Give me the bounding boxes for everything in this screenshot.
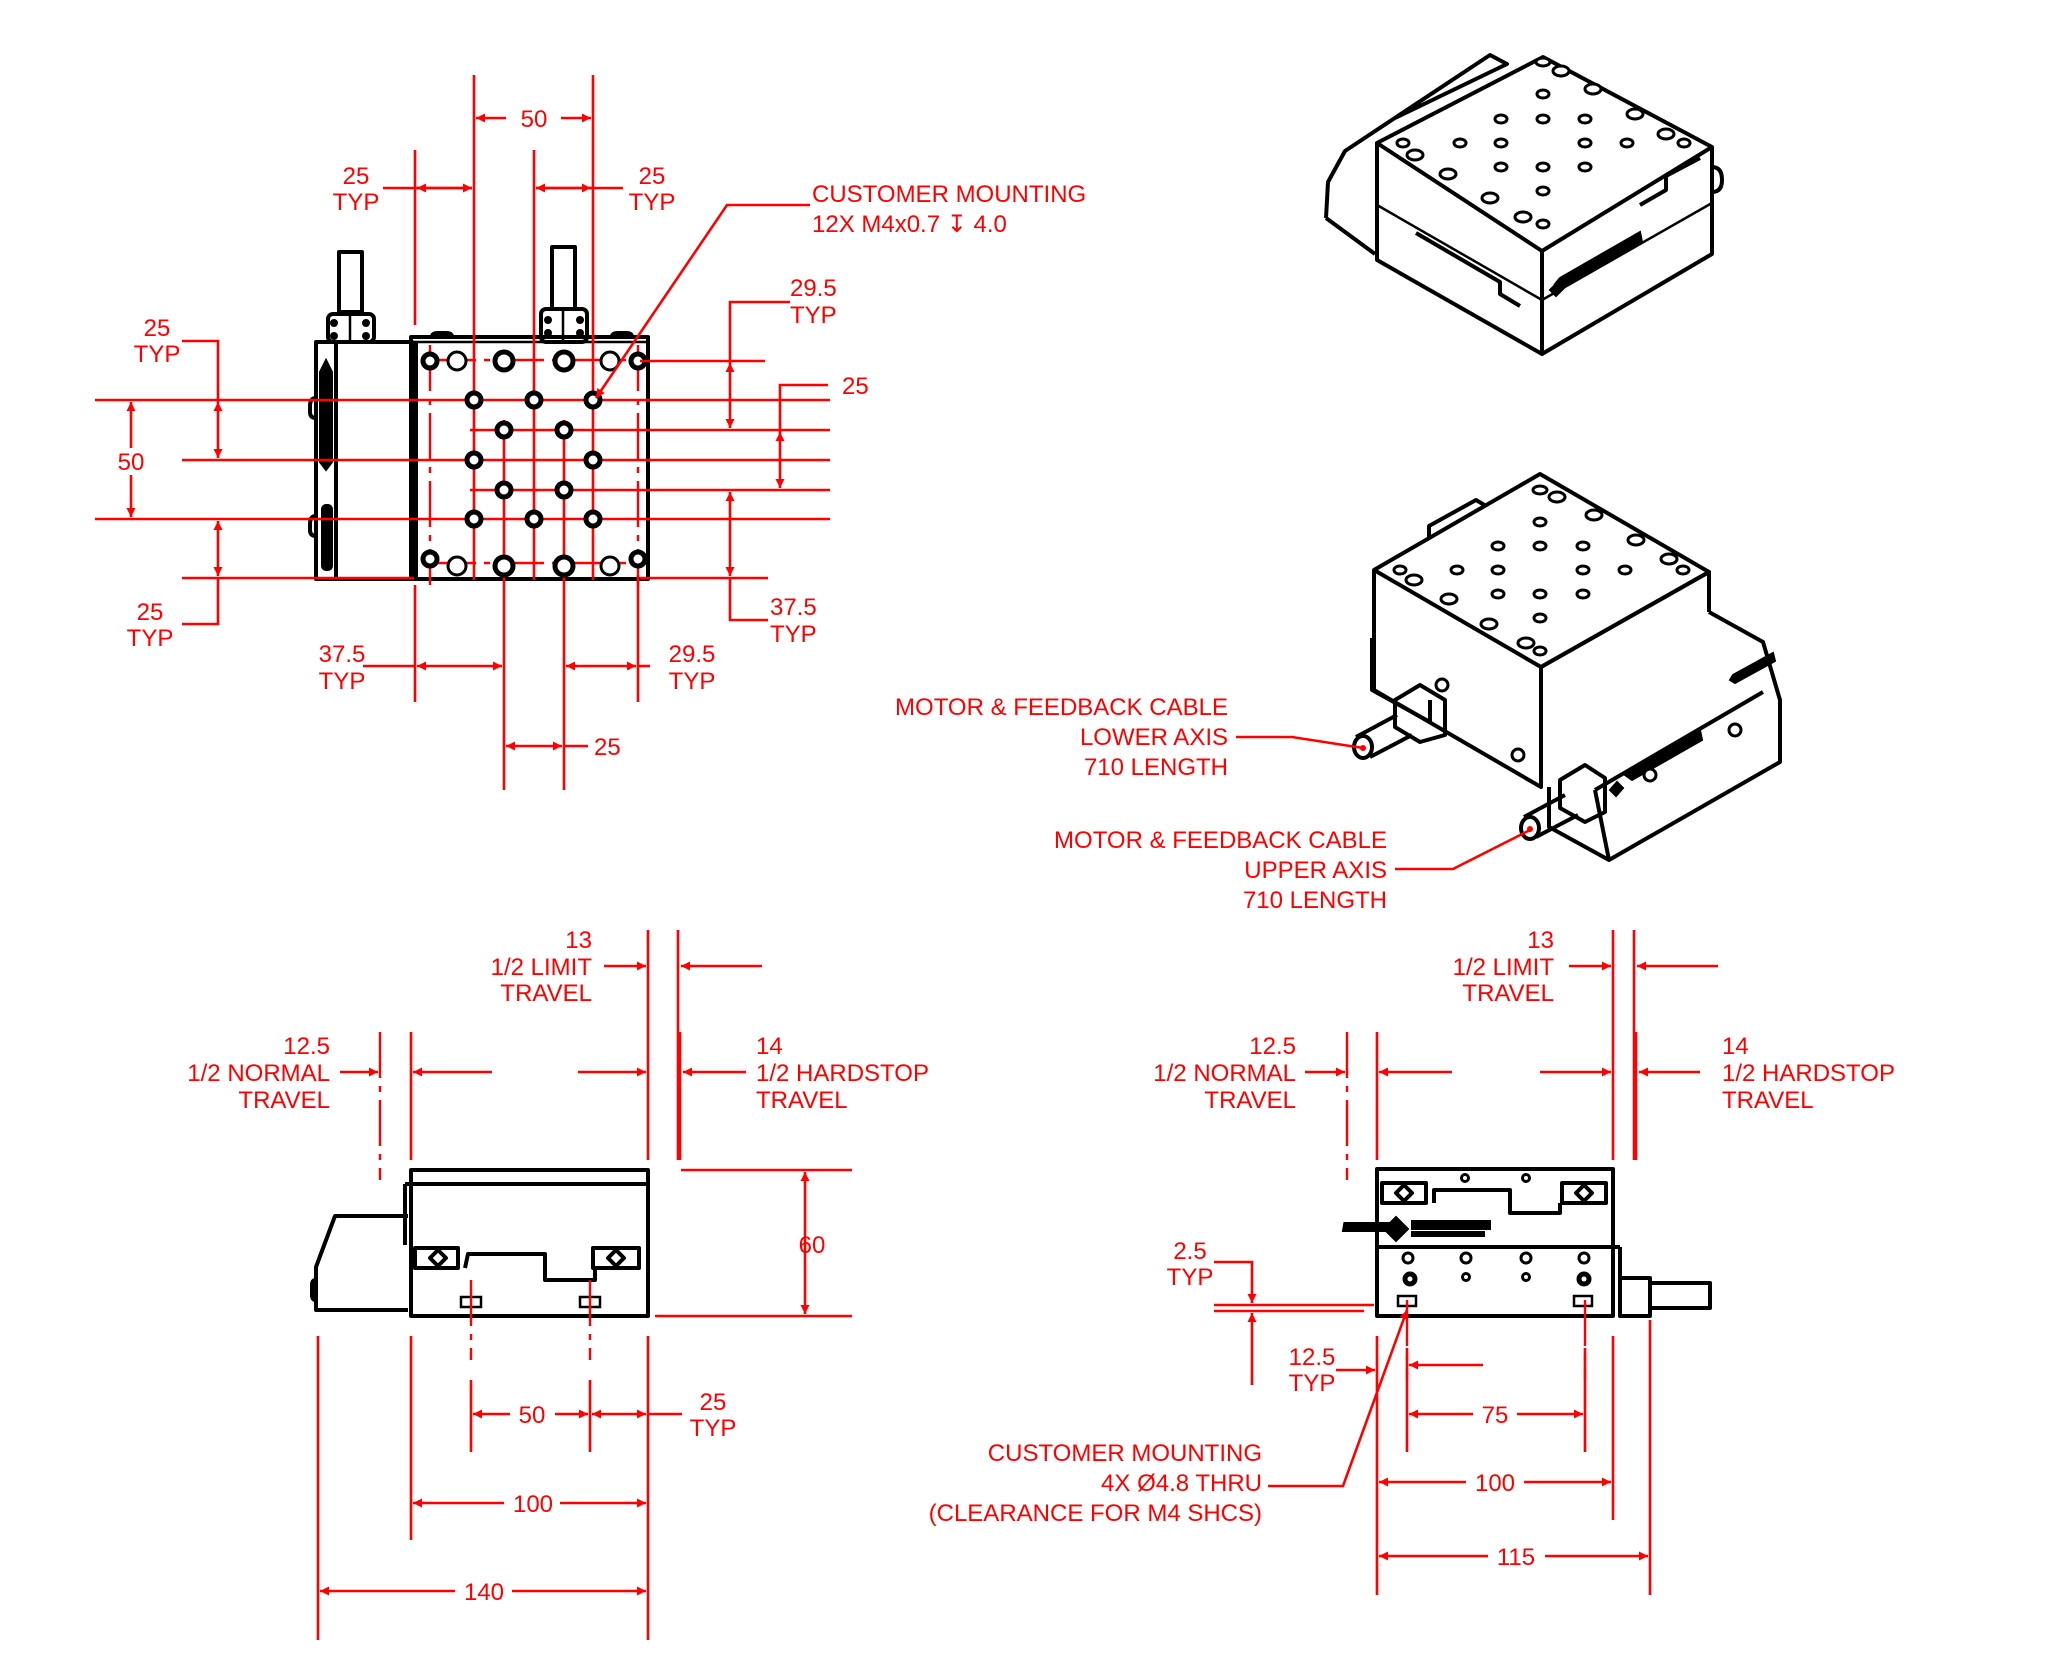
lower-cable-line1: MOTOR & FEEDBACK CABLE — [895, 694, 1228, 721]
side-width-100: 100 — [1475, 1470, 1515, 1497]
front-view — [310, 1168, 650, 1360]
dim-right-top-value: 29.5 — [790, 275, 837, 302]
top-view-dimensions: 50 25 TYP 25 TYP CUSTOMER MOUNTING 12X M… — [118, 106, 1087, 761]
side-limit-line1: 1/2 LIMIT — [1453, 954, 1555, 981]
front-width-100: 100 — [513, 1491, 553, 1518]
front-normal-line1: 1/2 NORMAL — [187, 1060, 330, 1087]
side-mounting-line2: 4X Ø4.8 THRU — [1101, 1470, 1262, 1497]
connector-right — [539, 245, 589, 344]
dim-left-top-value: 25 — [144, 315, 171, 342]
dim-left-bottom-note: TYP — [127, 625, 174, 652]
dim-left-typ-note: TYP — [333, 189, 380, 216]
dim-right-top-note: TYP — [790, 302, 837, 329]
side-width-115: 115 — [1497, 1544, 1535, 1571]
side-hardstop-line2: TRAVEL — [1722, 1087, 1814, 1114]
dim-right-mid-value: 25 — [842, 373, 869, 400]
dim-right-typ-note: TYP — [629, 189, 676, 216]
dim-right-bottom-value: 37.5 — [770, 594, 817, 621]
side-mounting-line1: CUSTOMER MOUNTING — [988, 1440, 1262, 1467]
side-counterbore-value: 2.5 — [1173, 1238, 1206, 1265]
dim-height-value: 60 — [799, 1232, 826, 1259]
side-edge-typ-value: 12.5 — [1289, 1344, 1336, 1371]
side-hardstop-value: 14 — [1722, 1033, 1749, 1060]
front-limit-line2: TRAVEL — [500, 980, 592, 1007]
side-hardstop-line1: 1/2 HARDSTOP — [1722, 1060, 1895, 1087]
upper-cable-line2: UPPER AXIS — [1244, 857, 1387, 884]
dim-right-bottom-note: TYP — [770, 621, 817, 648]
side-pitch-value: 75 — [1482, 1402, 1509, 1429]
side-counterbore-note: TYP — [1167, 1264, 1214, 1291]
front-limit-line1: 1/2 LIMIT — [491, 954, 593, 981]
side-limit-value: 13 — [1527, 927, 1554, 954]
dim-left-typ-value: 25 — [343, 163, 370, 190]
front-normal-line2: TRAVEL — [238, 1087, 330, 1114]
side-view — [1341, 1167, 1712, 1380]
front-hardstop-line1: 1/2 HARDSTOP — [756, 1060, 929, 1087]
mounting-holes — [420, 349, 648, 578]
dim-left-bottom-value: 25 — [137, 599, 164, 626]
dim-bottom-left-value: 37.5 — [319, 641, 366, 668]
cable-callouts: MOTOR & FEEDBACK CABLE LOWER AXIS 710 LE… — [895, 694, 1533, 914]
side-normal-line2: TRAVEL — [1204, 1087, 1296, 1114]
mounting-callout-line2: 12X M4x0.7 ↧ 4.0 — [812, 211, 1007, 238]
side-edge-typ-note: TYP — [1289, 1370, 1336, 1397]
dim-right-typ-value: 25 — [639, 163, 666, 190]
lower-cable-line2: LOWER AXIS — [1080, 724, 1228, 751]
dim-top-pitch: 50 — [521, 106, 548, 133]
side-normal-line1: 1/2 NORMAL — [1153, 1060, 1296, 1087]
side-normal-value: 12.5 — [1249, 1033, 1296, 1060]
centerlines — [95, 75, 830, 790]
front-edge-typ-value: 25 — [700, 1389, 727, 1416]
connector-left — [326, 250, 376, 344]
carriage-body — [409, 331, 650, 581]
dim-left-top-note: TYP — [134, 341, 181, 368]
side-limit-line2: TRAVEL — [1462, 980, 1554, 1007]
front-edge-typ-note: TYP — [690, 1415, 737, 1442]
dim-bottom-center-value: 25 — [594, 734, 621, 761]
front-hardstop-line2: TRAVEL — [756, 1087, 848, 1114]
mounting-callout-line1: CUSTOMER MOUNTING — [812, 181, 1086, 208]
side-mounting-line3: (CLEARANCE FOR M4 SHCS) — [929, 1500, 1262, 1527]
front-view-dimensions: 60 13 1/2 LIMIT TRAVEL 12.5 1/2 NORMAL T… — [187, 927, 929, 1640]
dim-bottom-right-note: TYP — [669, 668, 716, 695]
dim-bottom-right-value: 29.5 — [669, 641, 716, 668]
dim-bottom-left-note: TYP — [319, 668, 366, 695]
front-normal-value: 12.5 — [283, 1033, 330, 1060]
front-limit-value: 13 — [565, 927, 592, 954]
upper-cable-line3: 710 LENGTH — [1243, 887, 1387, 914]
front-pitch-value: 50 — [519, 1402, 546, 1429]
iso-view-xy-assembly — [1352, 472, 1782, 862]
front-width-140: 140 — [464, 1579, 504, 1606]
dim-left-mid-value: 50 — [118, 449, 145, 476]
lower-cable-line3: 710 LENGTH — [1084, 754, 1228, 781]
iso-view-single-axis — [1324, 53, 1724, 356]
upper-cable-line1: MOTOR & FEEDBACK CABLE — [1054, 827, 1387, 854]
front-hardstop-value: 14 — [756, 1033, 783, 1060]
top-view: 50 25 TYP 25 TYP CUSTOMER MOUNTING 12X M… — [95, 75, 1086, 790]
side-view-dimensions: 13 1/2 LIMIT TRAVEL 12.5 1/2 NORMAL TRAV… — [929, 927, 1895, 1595]
